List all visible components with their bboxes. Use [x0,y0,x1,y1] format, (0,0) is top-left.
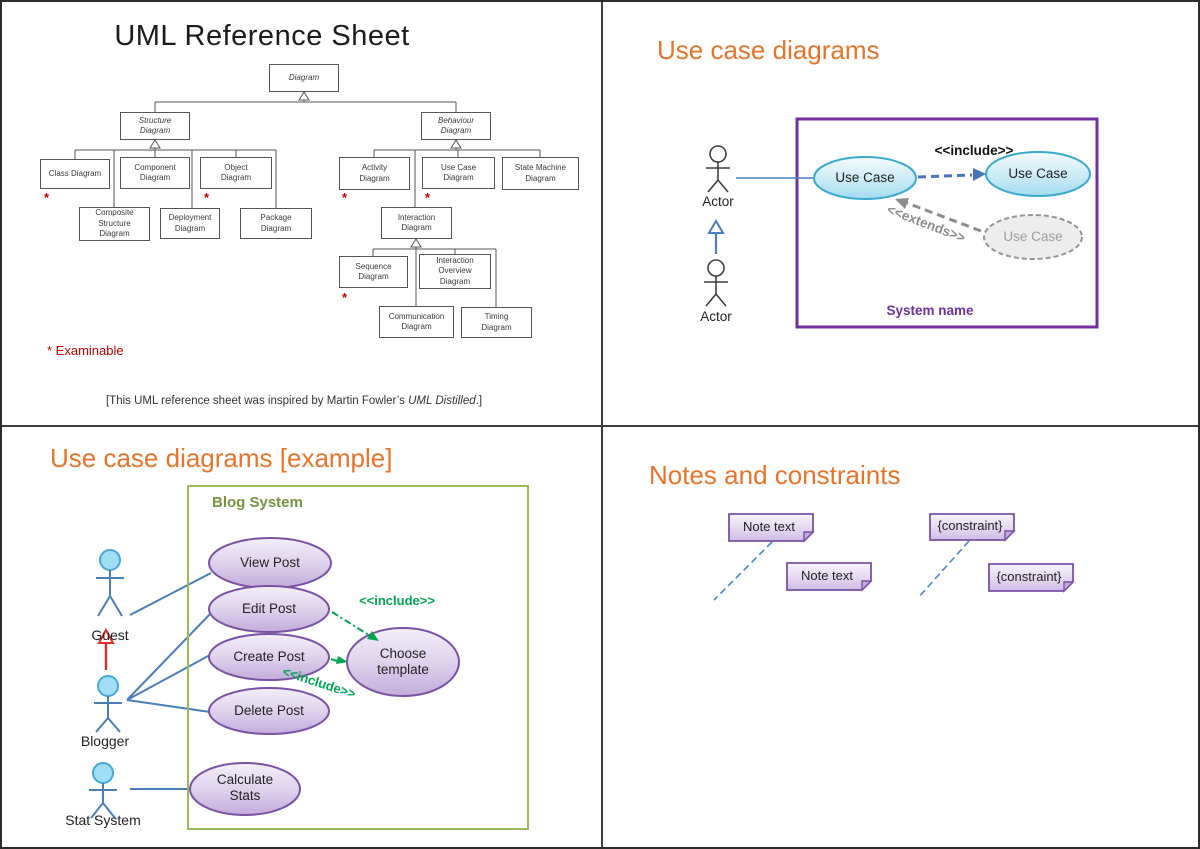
blogger-generalization-arrow [97,627,115,670]
page-title: UML Reference Sheet [114,20,410,52]
heading-use-case-diagrams: Use case diagrams [657,35,880,65]
tree-node-timing-diagram: Timing Diagram [461,307,532,338]
blog-association-lines [126,572,212,790]
heading-use-case-example: Use case diagrams [example] [50,443,393,473]
use-case-create-post-label: Create Post [233,649,305,664]
use-case-delete-post-label: Delete Post [234,703,304,718]
system-name-label: System name [886,303,974,318]
blog-use-case-ellipses [189,537,460,816]
tree-node-object-diagram: Object Diagram [200,157,272,189]
tree-node-sequence-diagram: Sequence Diagram [339,256,408,288]
constraint-label-1: {constraint} [937,518,1003,533]
attribution-footer: [This UML reference sheet was inspired b… [74,395,514,407]
tree-node-package-diagram: Package Diagram [240,208,312,239]
tree-node-composite-structure-diagram: Composite Structure Diagram [79,207,150,241]
blogger-actor-figure [94,675,122,733]
stat-system-actor-figure [89,762,117,819]
include-stereotype-label: <<include>> [934,143,1014,158]
examinable-legend: * Examinable [47,343,124,358]
constraint-label-2: {constraint} [996,569,1062,584]
footer-text: [This UML reference sheet was inspired b… [105,395,409,407]
stat-system-actor-label: Stat System [65,812,141,828]
examinable-marker-sequence: * [342,290,348,305]
actor-top-label: Actor [702,194,734,209]
tree-node-behaviour-diagram: Behaviour Diagram [421,112,491,140]
tree-node-component-diagram: Component Diagram [120,157,190,189]
blog-system-label: Blog System [212,494,303,511]
actor-bottom-figure [704,259,728,307]
note-text-label-1: Note text [742,519,796,534]
horizontal-divider [2,425,1198,427]
tree-node-activity-diagram: Activity Diagram [339,157,410,190]
examinable-marker-object: * [204,190,210,205]
use-case-ellipse-left [813,156,917,200]
use-case-extend-label: Use Case [1003,229,1063,244]
tree-node-state-machine-diagram: State Machine Diagram [502,157,579,190]
use-case-right-label: Use Case [1008,166,1068,181]
examinable-marker-class: * [44,190,50,205]
use-case-edit-post-label: Edit Post [241,601,297,616]
use-case-calculate-stats-label: Calculate Stats [216,772,274,804]
tree-node-interaction-diagram: Interaction Diagram [381,207,452,239]
tree-node-use-case-diagram: Use Case Diagram [422,157,495,189]
examinable-marker-activity: * [342,190,348,205]
examinable-marker-use-case: * [425,190,431,205]
tree-node-structure-diagram: Structure Diagram [120,112,190,140]
note-text-label-2: Note text [800,568,854,583]
heading-notes-and-constraints: Notes and constraints [649,460,901,490]
extends-arrow [895,198,982,233]
footer-book-title: UML Distilled [408,395,476,407]
use-case-ellipse-extend [983,214,1083,260]
actor-bottom-label: Actor [700,309,732,324]
vertical-divider [601,2,603,847]
include-arrow [917,168,986,181]
tree-node-communication-diagram: Communication Diagram [379,306,454,338]
tree-node-class-diagram: Class Diagram [40,159,110,189]
footer-suffix: .] [475,395,483,407]
tree-connectors [74,100,541,307]
guest-actor-label: Guest [91,627,129,643]
use-case-choose-template-label: Choose template [377,646,429,678]
tree-node-deployment-diagram: Deployment Diagram [160,208,220,239]
tree-node-interaction-overview-diagram: Interaction Overview Diagram [419,254,491,289]
actor-top-figure [706,145,730,193]
include-label-1: <<include>> [359,593,435,608]
actor-generalization-arrow [707,219,725,254]
generalization-triangles [149,91,462,248]
use-case-view-post-label: View Post [240,555,300,570]
blog-system-boundary [187,485,529,830]
guest-actor-figure [96,549,124,617]
blogger-actor-label: Blogger [80,733,130,749]
use-case-left-label: Use Case [835,170,895,185]
tree-node-diagram: Diagram [269,64,339,92]
blog-include-arrows [330,611,379,664]
note-shapes [713,513,1075,601]
